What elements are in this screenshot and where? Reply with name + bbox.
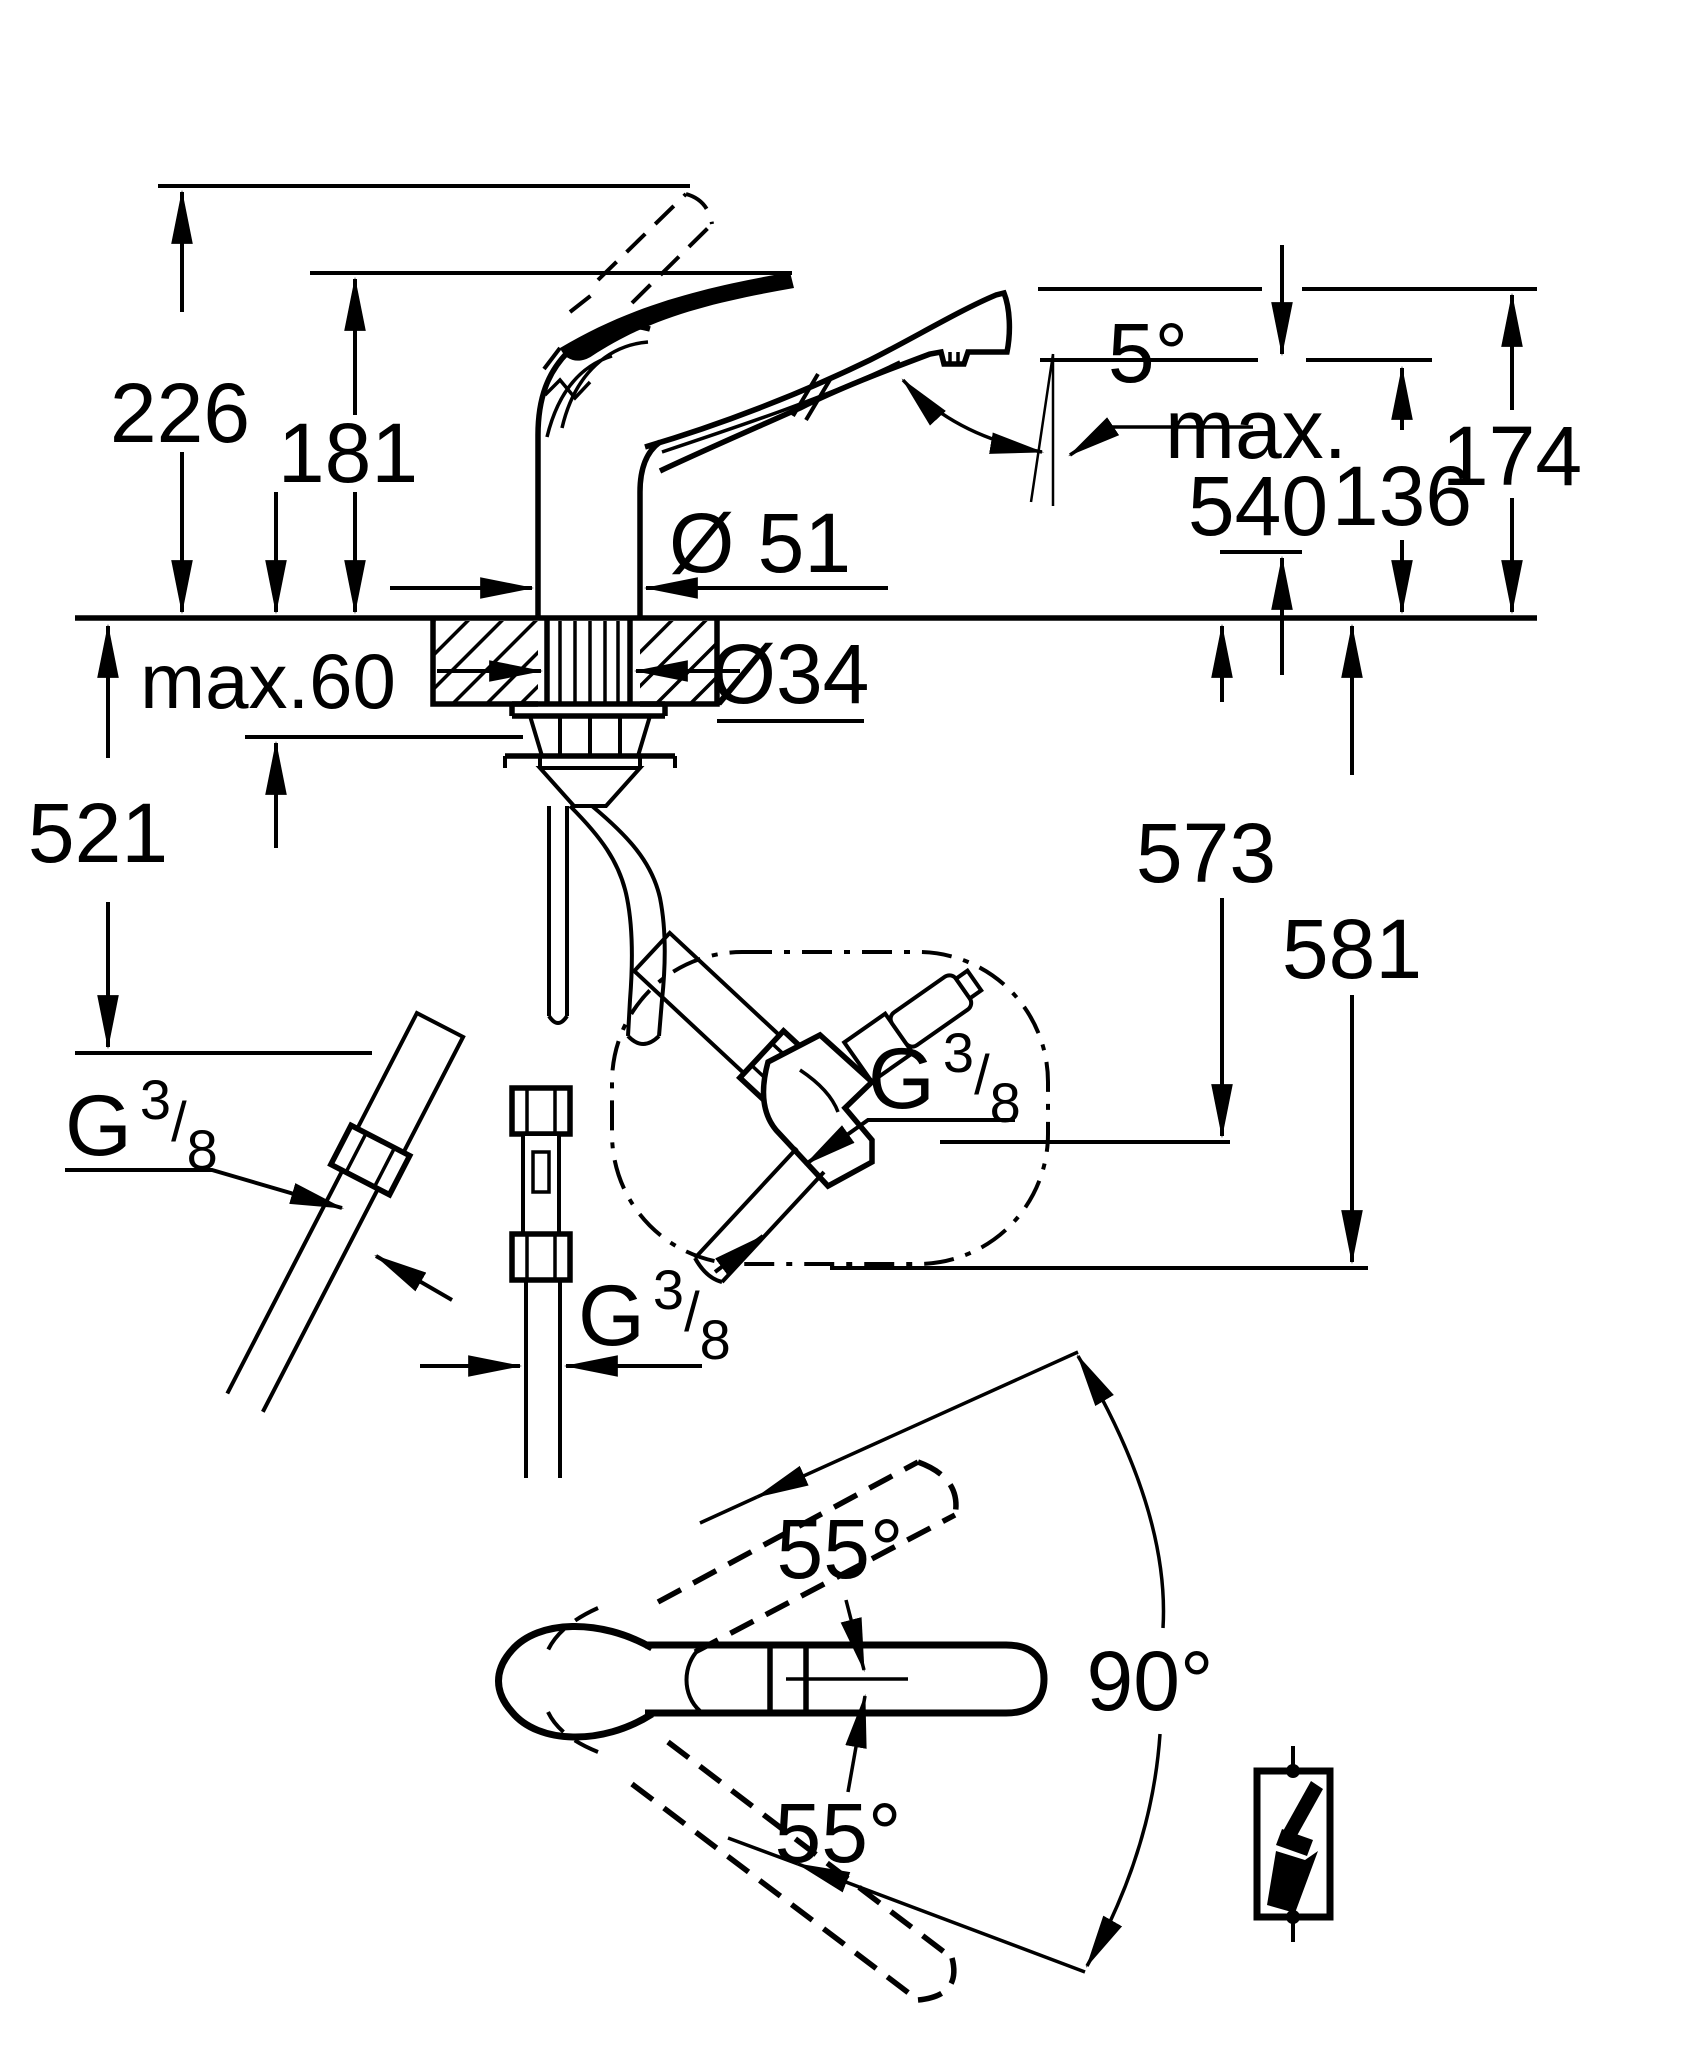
dim-top-height: 174: [1442, 409, 1582, 503]
thread-denominator: 8: [700, 1308, 731, 1371]
handle-position-up-dashed: [546, 1459, 959, 1655]
hose-travel-loop: [610, 950, 1050, 1266]
counter-hatch-left: [433, 621, 538, 704]
thread-g: G: [578, 1268, 645, 1364]
thread-slash: /: [684, 1280, 700, 1343]
lever-underside-detail: [543, 377, 592, 401]
dimension-181: 181: [278, 276, 418, 615]
center-supply-pipe: [547, 806, 569, 1025]
cartridge-dome-arcs: [545, 340, 649, 438]
dimension-dia51: Ø 51: [390, 496, 888, 599]
dim-hole-diameter: Ø34: [711, 627, 870, 721]
dimension-dia34: Ø34: [437, 627, 870, 723]
thread-slash: /: [171, 1090, 187, 1153]
dimension-174: 174: [1442, 292, 1582, 615]
handle-knob-outline: [495, 1623, 654, 1741]
handle-swivel-top-view: 55° 90° 55°: [495, 1350, 1214, 2003]
dimension-5deg: 5°: [1108, 306, 1188, 400]
swivel-arc-lower: [1085, 1733, 1162, 1968]
dimension-max540: max. 540: [1165, 245, 1347, 675]
dim-max-label: max.: [1165, 382, 1347, 476]
dim-hose-drop-right: 581: [1282, 902, 1422, 996]
spout-outline: [644, 289, 1013, 474]
tee-fitting-arc: [799, 1068, 840, 1113]
lightning-bolt-icon: [1253, 1746, 1334, 1942]
faucet-body-right-edge: [637, 439, 662, 618]
counter-hatch-right: [640, 621, 717, 704]
dim-max-pullout: 540: [1188, 459, 1328, 553]
dimension-max60: max.60: [140, 492, 523, 848]
faucet-body-left-edge: [535, 323, 651, 618]
svg-text:G3/8: G3/8: [868, 1021, 1021, 1134]
vertical-connection-hose: [509, 1085, 573, 1478]
dim-base-diameter: Ø 51: [669, 496, 851, 590]
thread-numerator: 3: [140, 1068, 171, 1131]
spray-hose-lower: [693, 1146, 826, 1284]
handle-position-down-dashed: [546, 1711, 957, 2003]
handle-neck-arc: [684, 1646, 702, 1713]
dim-max-counter-thickness: max.60: [140, 637, 396, 725]
dim-hose-drop-mid: 573: [1136, 806, 1276, 900]
dimension-136: 136: [1332, 365, 1472, 615]
dimension-581: 581: [830, 623, 1422, 1270]
swivel-lower-boundary: [795, 1862, 1086, 1974]
swivel-upper-boundary-tail: [699, 1495, 758, 1525]
dimension-573: 573: [940, 623, 1276, 1144]
svg-text:G3/8: G3/8: [65, 1068, 218, 1181]
handle-raised-dashed: [568, 192, 714, 314]
swivel-upper-boundary: [755, 1350, 1079, 1499]
svg-text:G3/8: G3/8: [578, 1258, 731, 1371]
left-supply-hose: [225, 1010, 466, 1413]
angle-total: 90°: [1086, 1634, 1213, 1728]
thread-numerator: 3: [943, 1021, 974, 1084]
pullout-hose-end: [568, 804, 667, 1046]
swivel-lower-boundary-tail: [727, 1836, 799, 1866]
mounting-shank: [503, 620, 677, 808]
dimension-521: 521: [28, 623, 372, 1055]
dim-overall-height: 226: [110, 366, 250, 460]
thread-denominator: 8: [990, 1071, 1021, 1134]
dim-spout-tilt: 5°: [1108, 306, 1188, 400]
spout-inner-line: [661, 352, 960, 454]
reference-lines: [158, 184, 1537, 362]
handle-lever-blade: [560, 272, 794, 361]
swivel-arc-upper: [1076, 1354, 1166, 1629]
thread-g: G: [868, 1031, 935, 1127]
dim-hose-drop-left: 521: [28, 786, 168, 880]
dimension-226: 226: [110, 189, 250, 615]
thread-g: G: [65, 1078, 132, 1174]
handle-lever-outline: [645, 1641, 1048, 1717]
spray-hose-plug: [841, 967, 984, 1085]
swivel-upper-connector: [840, 1599, 866, 1673]
angle-lower: 55°: [774, 1786, 901, 1880]
angle-upper: 55°: [776, 1502, 903, 1596]
spout-tilt-annotation-lines: [901, 353, 1253, 506]
spray-head-joint-lines: [791, 372, 833, 422]
pullout-spout: [644, 289, 1013, 474]
dim-outlet-height: 136: [1332, 449, 1472, 543]
dim-body-height: 181: [278, 406, 418, 500]
faucet-side-view: [535, 192, 1253, 618]
swivel-lower-connector: [845, 1693, 867, 1793]
thread-slash: /: [974, 1043, 990, 1106]
thread-numerator: 3: [653, 1258, 684, 1321]
handle-lever-front: [542, 346, 562, 371]
